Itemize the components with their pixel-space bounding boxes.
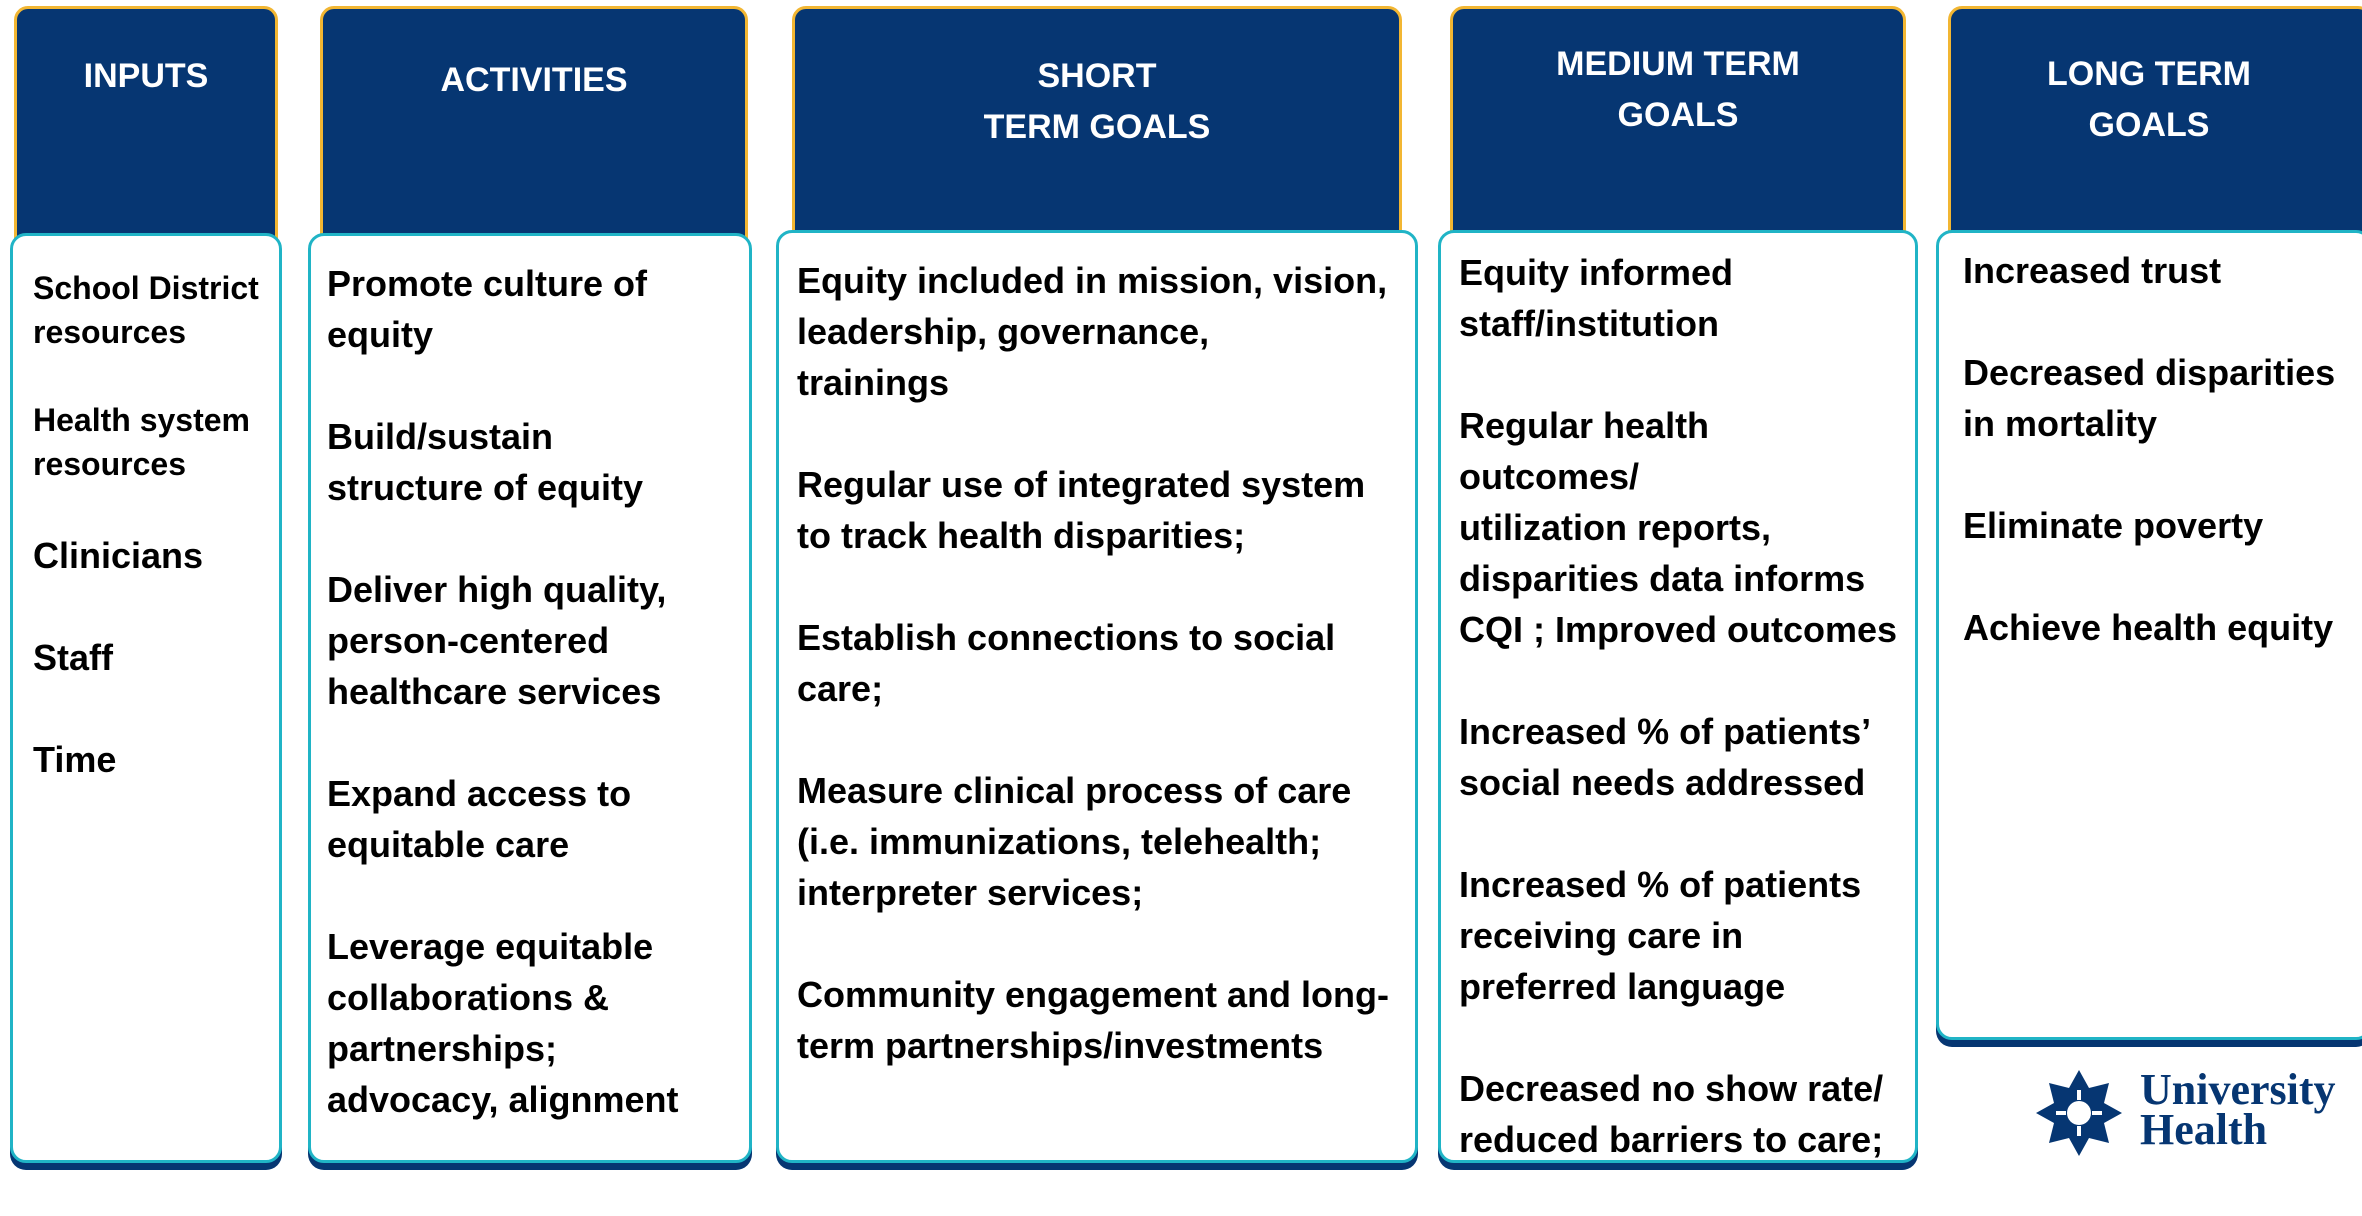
activities-title: ACTIVITIES (440, 61, 628, 99)
medium-term-goals-column: MEDIUM TERM GOALS Equity informed staff/… (1438, 0, 1918, 1173)
long-term-goals-header: LONG TERM GOALS (1948, 6, 2362, 256)
list-item: Expand access to equitable care (327, 773, 632, 865)
activities-list: Promote culture of equity Build/sustain … (327, 258, 741, 1176)
logo-text: University Health (2140, 1065, 2336, 1154)
list-item: Deliver high quality, person-centered he… (327, 569, 667, 712)
medium-term-goals-title: MEDIUM TERM GOALS (1556, 45, 1800, 134)
list-item: Equity included in mission, vision, lead… (797, 260, 1388, 403)
medium-term-goals-header: MEDIUM TERM GOALS (1450, 6, 1906, 256)
list-item: Decreased no show rate/ reduced barriers… (1459, 1068, 1884, 1160)
list-item: Measure clinical process of care (i.e. i… (797, 770, 1352, 913)
list-item: Increased % of patients’ social needs ad… (1459, 711, 1872, 803)
medium-term-goals-list: Equity informed staff/institution Regula… (1459, 247, 1913, 1216)
short-term-goals-box: Equity included in mission, vision, lead… (776, 230, 1418, 1163)
inputs-list: School District resources Health system … (33, 266, 271, 836)
activities-header: ACTIVITIES (320, 6, 748, 256)
list-item: Leverage equitable collaborations & part… (327, 926, 679, 1120)
list-item: School District resources (33, 270, 259, 350)
list-item: Staff (33, 637, 113, 678)
list-item: Increased % of patients receiving care i… (1459, 864, 1862, 1007)
list-item: Decreased disparities in mortality (1963, 352, 2336, 444)
activities-column: ACTIVITIES Promote culture of equity Bui… (308, 0, 752, 1173)
inputs-column: INPUTS School District resources Health … (10, 0, 282, 1173)
long-term-goals-box: Increased trust Decreased disparities in… (1936, 230, 2362, 1040)
long-term-goals-list: Increased trust Decreased disparities in… (1963, 245, 2362, 704)
list-item: Achieve health equity (1963, 607, 2334, 648)
activities-box: Promote culture of equity Build/sustain … (308, 233, 752, 1163)
short-term-goals-column: SHORT TERM GOALS Equity included in miss… (776, 0, 1418, 1173)
list-item: Health system resources (33, 402, 250, 482)
long-term-goals-column: LONG TERM GOALS Increased trust Decrease… (1936, 0, 2362, 1173)
list-item: Equity informed staff/institution (1459, 252, 1734, 344)
list-item: Clinicians (33, 535, 204, 576)
short-term-goals-list: Equity included in mission, vision, lead… (797, 255, 1407, 1122)
list-item: Regular health outcomes/ utilization rep… (1459, 405, 1898, 650)
list-item: Promote culture of equity (327, 263, 648, 355)
short-term-goals-title: SHORT TERM GOALS (983, 57, 1211, 146)
inputs-title: INPUTS (83, 57, 209, 95)
list-item: Time (33, 739, 117, 780)
inputs-box: School District resources Health system … (10, 233, 282, 1163)
inputs-header: INPUTS (14, 6, 278, 256)
star-logo-icon (2036, 1070, 2122, 1156)
list-item: Eliminate poverty (1963, 505, 2264, 546)
medium-term-goals-box: Equity informed staff/institution Regula… (1438, 230, 1918, 1163)
short-term-goals-header: SHORT TERM GOALS (792, 6, 1402, 256)
list-item: Regular use of integrated system to trac… (797, 464, 1366, 556)
list-item: Build/sustain structure of equity (327, 416, 644, 508)
university-health-logo: University Health (2034, 1068, 2354, 1158)
list-item: Community engagement and long- term part… (797, 974, 1390, 1066)
long-term-goals-title: LONG TERM GOALS (2047, 55, 2251, 144)
list-item: Establish connections to social care; (797, 617, 1336, 709)
list-item: Increased trust (1963, 250, 2222, 291)
